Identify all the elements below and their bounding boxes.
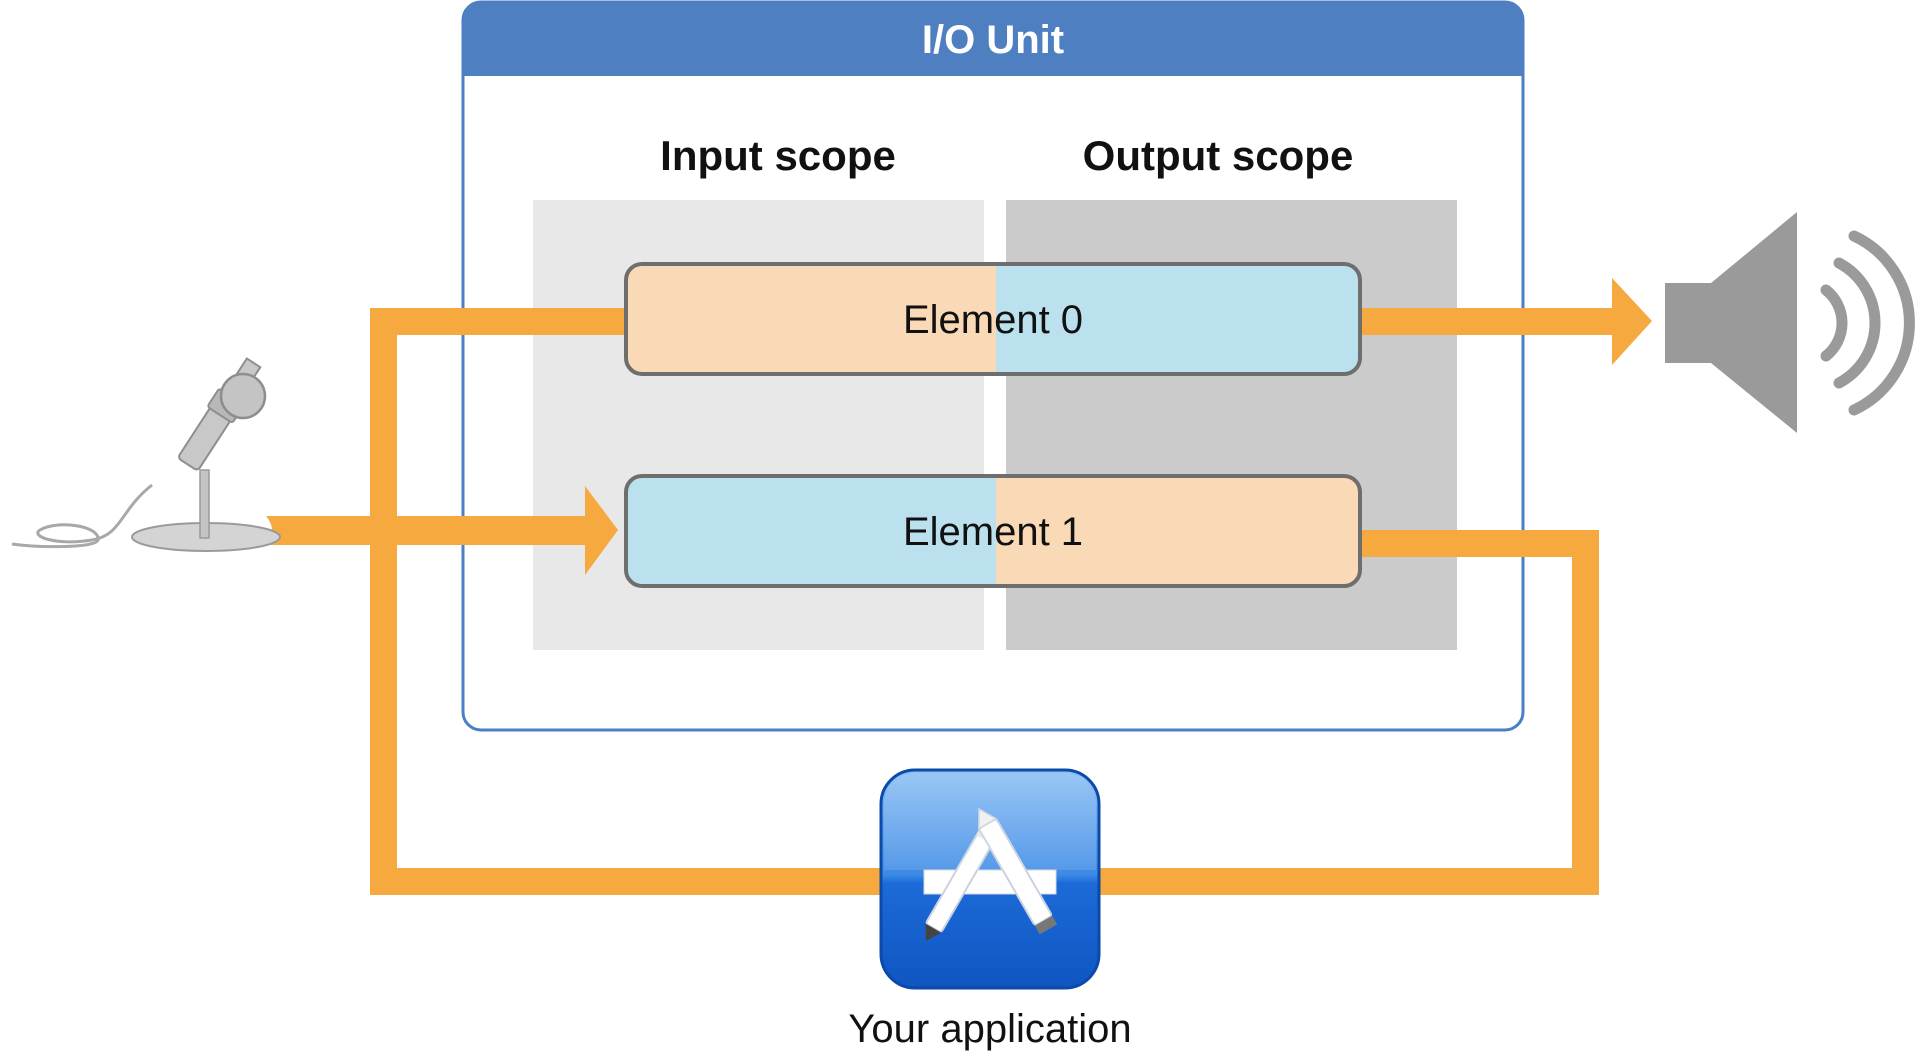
microphone-icon (11, 357, 281, 552)
io-unit-title: I/O Unit (922, 18, 1064, 62)
output-scope-label: Output scope (1083, 132, 1354, 179)
application-label: Your application (848, 1007, 1131, 1051)
speaker-icon (1665, 212, 1915, 433)
loop-left-vertical (370, 308, 397, 895)
loop-right-vertical (1572, 530, 1599, 895)
element0-to-speaker-arrow (1362, 278, 1652, 365)
app-store-icon (879, 768, 1101, 990)
input-scope-label: Input scope (660, 132, 896, 179)
loop-right-top (1358, 530, 1598, 557)
mic-to-element1-arrow (266, 486, 618, 575)
element-1: Element 1 (624, 474, 1362, 588)
io-unit-header (463, 2, 1523, 76)
element-0: Element 0 (624, 262, 1362, 376)
loop-left-top (370, 308, 630, 335)
loop-bottom-right (1100, 868, 1599, 895)
element-1-label: Element 1 (903, 510, 1083, 554)
signal-flow (266, 278, 1652, 895)
loop-bottom-left (370, 868, 885, 895)
element-0-label: Element 0 (903, 298, 1083, 342)
